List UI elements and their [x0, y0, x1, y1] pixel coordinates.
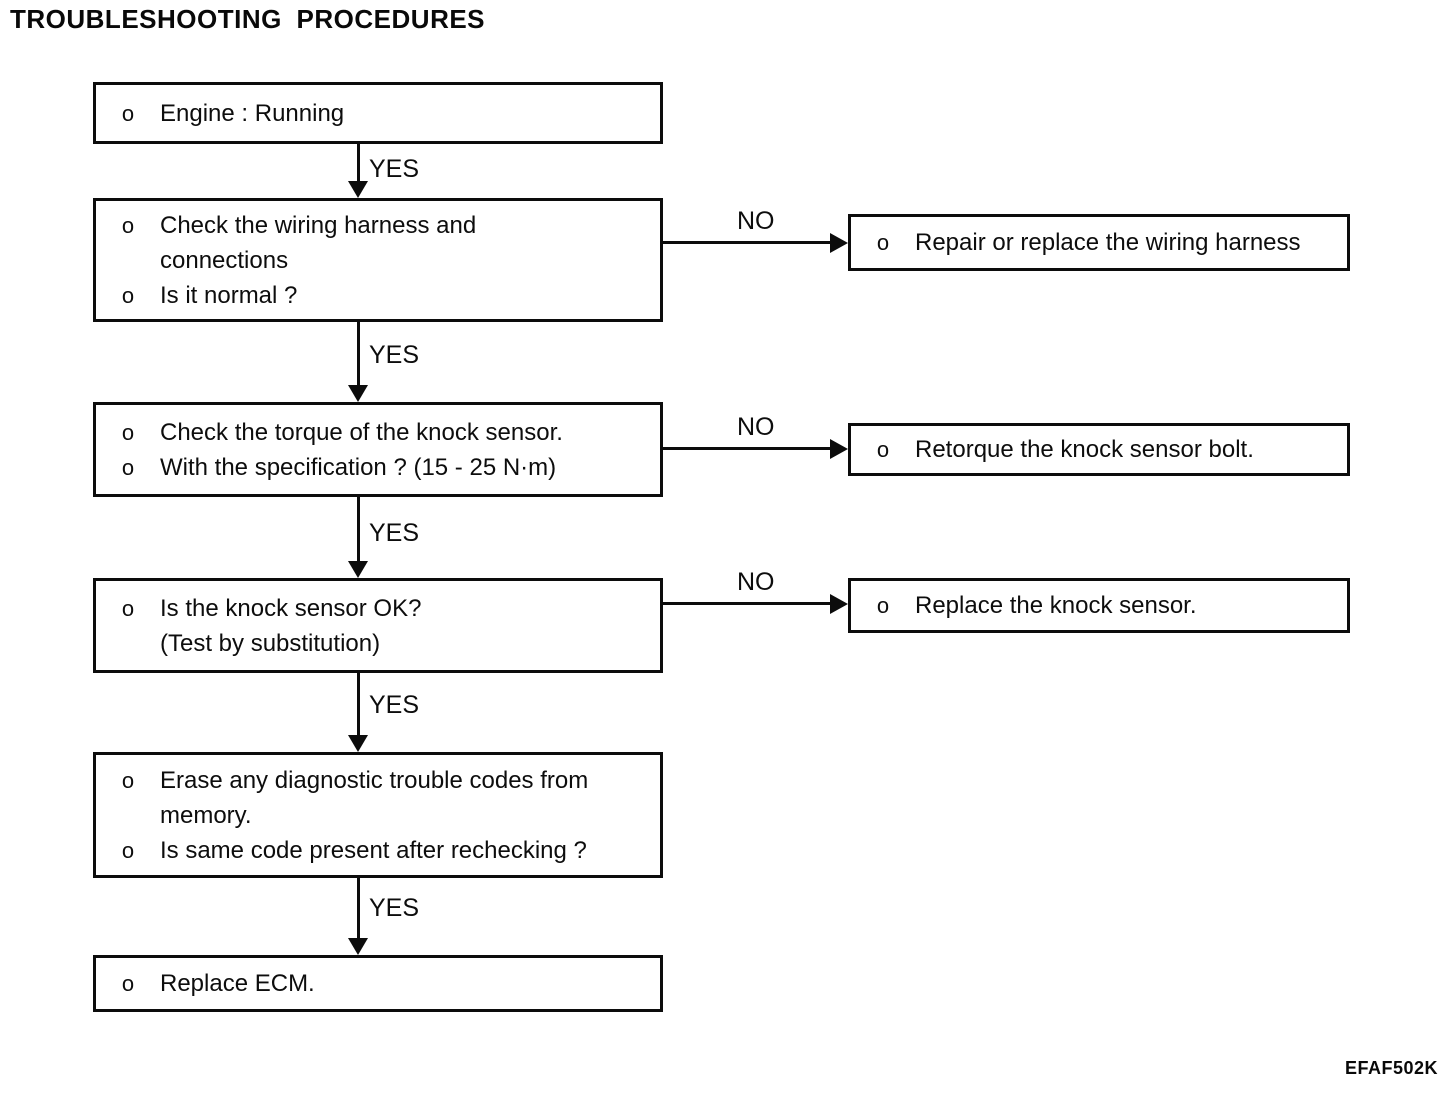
no-arrow-line-3	[663, 602, 832, 605]
yes-label-2: YES	[369, 341, 420, 369]
bullet-item: o Replace ECM.	[120, 966, 646, 1001]
yes-label-4: YES	[369, 691, 420, 719]
bullet-item: o With the specification ? (15 - 25 N·m)	[120, 450, 646, 485]
yes-arrow-line-2	[357, 322, 360, 385]
bullet-marker: o	[121, 971, 135, 996]
bullet-item: o Erase any diagnostic trouble codes from…	[120, 763, 646, 833]
step-box-knock-sensor-ok: o Is the knock sensor OK?(Test by substit…	[93, 578, 663, 673]
bullet-item: o Engine : Running	[120, 96, 646, 131]
bullet-text: Is the knock sensor OK?(Test by substitu…	[160, 594, 422, 657]
right-arrowhead-icon	[830, 594, 848, 614]
bullet-text: Replace the knock sensor.	[915, 592, 1197, 619]
bullet-text: With the specification ? (15 - 25 N·m)	[160, 453, 557, 481]
no-label-2: NO	[737, 413, 775, 441]
bullet-marker: o	[876, 593, 890, 618]
down-arrowhead-icon	[348, 938, 368, 955]
page-title: TROUBLESHOOTING PROCEDURES	[10, 4, 486, 34]
bullet-item: o Is the knock sensor OK?(Test by substit…	[120, 591, 646, 661]
down-arrowhead-icon	[348, 181, 368, 198]
bullet-text: Repair or replace the wiring harness	[915, 229, 1301, 256]
step-box-replace-ecm: o Replace ECM.	[93, 955, 663, 1012]
yes-arrow-line-4	[357, 673, 360, 736]
down-arrowhead-icon	[348, 735, 368, 752]
bullet-marker: o	[876, 437, 890, 462]
yes-label-5: YES	[369, 894, 420, 922]
bullet-text: Engine : Running	[160, 99, 345, 127]
step-box-erase-codes: o Erase any diagnostic trouble codes from…	[93, 752, 663, 878]
figure-code: EFAF502K	[1344, 1058, 1438, 1078]
bullet-text: Replace ECM.	[160, 970, 315, 997]
no-label-3: NO	[737, 568, 775, 596]
remedy-box-retorque-bolt: o Retorque the knock sensor bolt.	[848, 423, 1350, 476]
yes-label-1: YES	[369, 155, 420, 183]
yes-arrow-line-3	[357, 497, 360, 562]
bullet-item: o Retorque the knock sensor bolt.	[875, 432, 1333, 467]
bullet-marker: o	[121, 767, 135, 793]
bullet-marker: o	[121, 595, 135, 621]
right-arrowhead-icon	[830, 439, 848, 459]
bullet-text: Is same code present after rechecking ?	[160, 836, 587, 864]
bullet-marker: o	[121, 100, 135, 126]
no-arrow-line-2	[663, 447, 832, 450]
bullet-marker: o	[121, 282, 135, 308]
bullet-item: o Is it normal ?	[120, 278, 646, 313]
bullet-text: Is it normal ?	[160, 281, 298, 309]
bullet-item: o Is same code present after rechecking ?	[120, 833, 646, 868]
bullet-item: o Check the torque of the knock sensor.	[120, 415, 646, 450]
yes-arrow-line-1	[357, 144, 360, 184]
no-arrow-line-1	[663, 241, 832, 244]
remedy-box-replace-knock-sensor: o Replace the knock sensor.	[848, 578, 1350, 633]
bullet-marker: o	[876, 230, 890, 255]
yes-arrow-line-5	[357, 878, 360, 939]
step-box-engine-running: o Engine : Running	[93, 82, 663, 144]
down-arrowhead-icon	[348, 385, 368, 402]
bullet-marker: o	[121, 454, 135, 480]
remedy-box-repair-wiring: o Repair or replace the wiring harness	[848, 214, 1350, 271]
bullet-text: Check the torque of the knock sensor.	[160, 418, 563, 446]
bullet-marker: o	[121, 837, 135, 863]
bullet-item: o Replace the knock sensor.	[875, 588, 1333, 623]
bullet-text: Retorque the knock sensor bolt.	[915, 436, 1254, 463]
bullet-marker: o	[121, 212, 135, 238]
yes-label-3: YES	[369, 519, 420, 547]
down-arrowhead-icon	[348, 561, 368, 578]
bullet-item: o Repair or replace the wiring harness	[875, 225, 1333, 260]
right-arrowhead-icon	[830, 233, 848, 253]
bullet-marker: o	[121, 419, 135, 445]
no-label-1: NO	[737, 207, 775, 235]
